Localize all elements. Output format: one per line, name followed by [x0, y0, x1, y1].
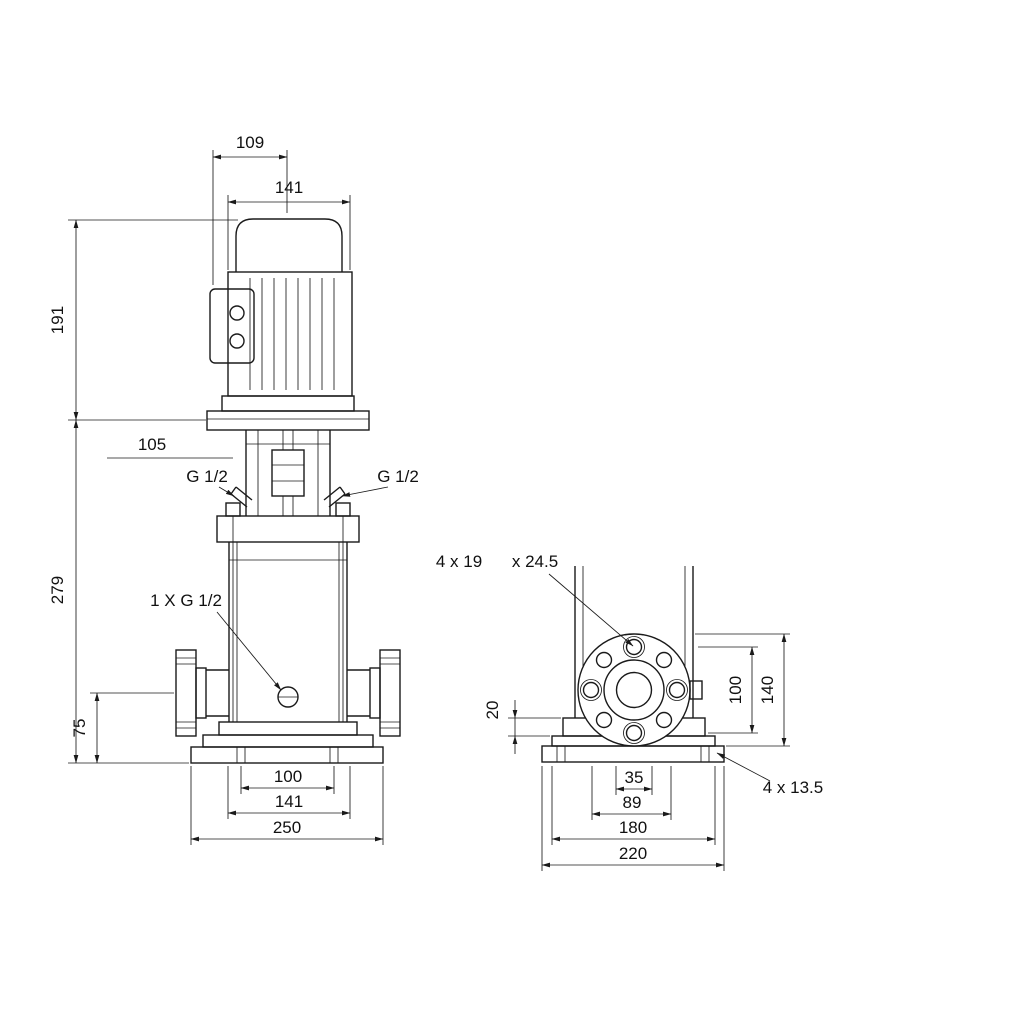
discharge-flange-right	[347, 649, 401, 737]
base-holes-callout: 4 x 13.5	[716, 752, 824, 797]
dim-20: 20	[483, 700, 561, 754]
motor-fan-cover	[235, 218, 343, 272]
dim-220-label: 220	[619, 844, 647, 863]
dim-220: 220	[541, 766, 725, 871]
dim-191: 191	[48, 219, 238, 421]
base-bolt-slots	[236, 747, 339, 763]
terminal-box	[209, 288, 255, 364]
flange-bore	[615, 671, 653, 709]
dim-89-label: 89	[623, 793, 642, 812]
dim-279: 279	[48, 419, 189, 764]
dim-140: 140	[695, 633, 790, 747]
flange-raised-face	[603, 659, 665, 721]
chamber-stack	[228, 516, 348, 722]
dim-100-side-label: 100	[726, 676, 745, 704]
pump-foot-ring	[218, 721, 358, 736]
dim-109: 109	[212, 133, 288, 285]
motor-fins	[249, 278, 335, 390]
dim-100-side: 100	[698, 646, 758, 734]
base-front	[190, 721, 384, 764]
flange-holes-callout: 4 x 19 x 24.5	[436, 552, 634, 647]
dim-141-top: 141	[227, 178, 351, 270]
front-view: 109 141 191 279 105 G 1/2 G 1/2	[48, 133, 419, 845]
staybolt-nut-left	[225, 502, 241, 517]
dim-250-label: 250	[273, 818, 301, 837]
pump-column	[574, 566, 694, 718]
cable-entry-hole-bottom	[229, 333, 245, 349]
flange-holes-label: 4 x 19	[436, 552, 482, 571]
base-holes-label: 4 x 13.5	[763, 778, 824, 797]
port-right-callout: G 1/2	[341, 467, 419, 497]
port-right-label: G 1/2	[377, 467, 419, 486]
dim-279-label: 279	[48, 576, 67, 604]
dim-100-front-label: 100	[274, 767, 302, 786]
counterbore-label: x 24.5	[512, 552, 558, 571]
head-flange	[216, 515, 360, 543]
drain-label: 1 X G 1/2	[150, 591, 222, 610]
mounting-flange	[206, 410, 370, 431]
drain-callout: 1 X G 1/2	[150, 591, 282, 691]
dim-35-label: 35	[625, 768, 644, 787]
dim-250: 250	[190, 766, 384, 845]
flange-tab	[689, 680, 703, 700]
dim-35: 35	[615, 766, 653, 795]
dim-109-label: 109	[236, 133, 264, 152]
motor-foot-flange	[221, 395, 355, 412]
dim-105-label: 105	[138, 435, 166, 454]
dim-180-label: 180	[619, 818, 647, 837]
coupling	[271, 430, 305, 516]
dim-20-label: 20	[483, 701, 502, 720]
lantern	[245, 430, 331, 516]
port-left-label: G 1/2	[186, 467, 228, 486]
port-right	[323, 486, 346, 508]
motor-body	[227, 271, 353, 397]
base-bolt-holes-side	[556, 746, 710, 762]
suction-flange-left	[175, 649, 229, 737]
cable-entry-hole-top	[229, 305, 245, 321]
dim-180: 180	[551, 766, 716, 845]
dim-100-front: 100	[240, 766, 335, 794]
dim-141-top-label: 141	[275, 178, 303, 197]
port-left	[230, 486, 253, 508]
dim-105: 105	[107, 435, 233, 459]
motor	[209, 218, 355, 412]
pump-head	[206, 410, 370, 543]
dim-75: 75	[70, 692, 174, 764]
dim-141-bottom-label: 141	[275, 792, 303, 811]
dim-191-label: 191	[48, 306, 67, 334]
dim-140-label: 140	[758, 676, 777, 704]
flange-face	[577, 633, 703, 747]
flange-counterbores	[580, 636, 688, 744]
flange-bolt-holes	[582, 638, 686, 742]
flange-outer-circle	[577, 633, 691, 747]
dim-89: 89	[591, 766, 672, 820]
dim-141-bottom: 141	[227, 766, 351, 819]
staybolt-nut-right	[335, 502, 351, 517]
dim-75-label: 75	[70, 719, 89, 738]
side-view: 4 x 19 x 24.5 20 100 140	[436, 552, 823, 871]
port-left-callout: G 1/2	[186, 467, 235, 497]
